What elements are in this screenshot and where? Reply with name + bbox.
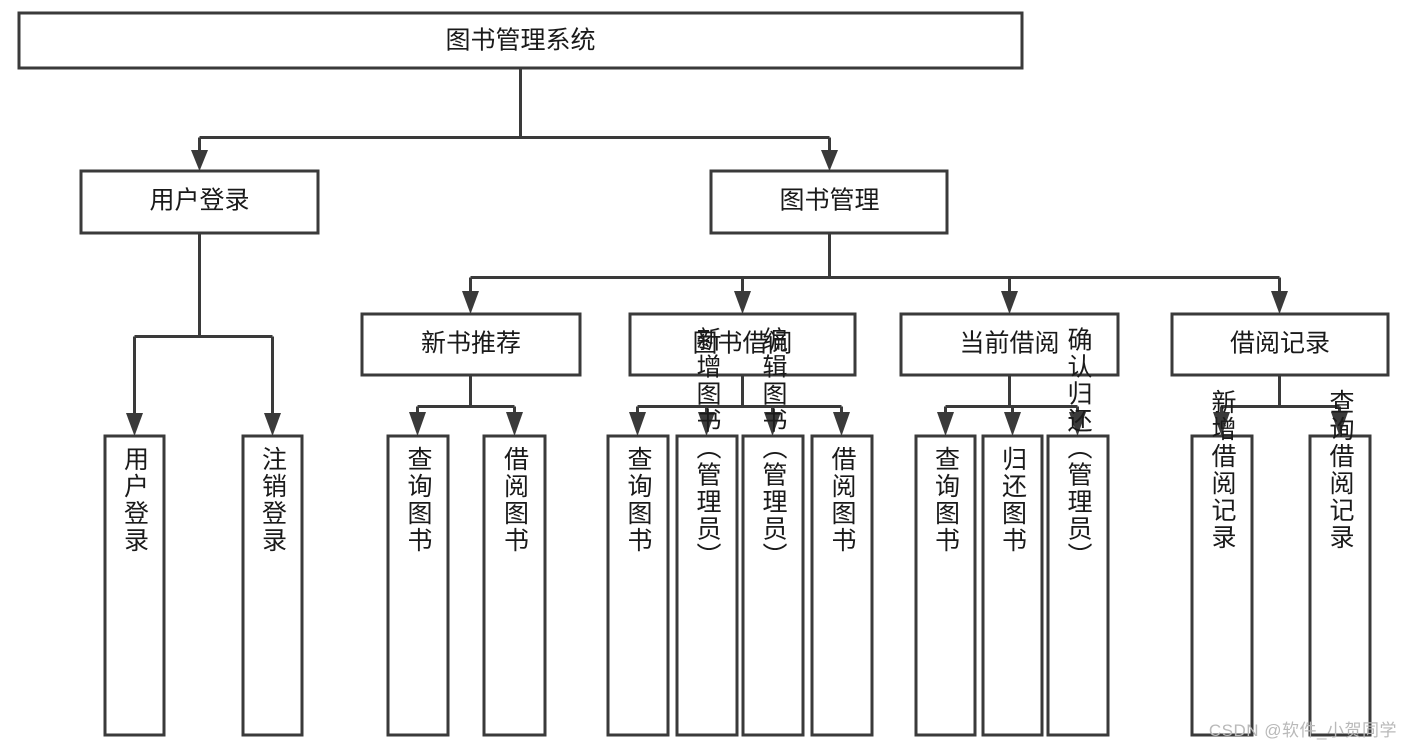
arrow-head-book-manage <box>821 150 838 171</box>
node-root-label: 图书管理系统 <box>445 27 595 55</box>
arrow-head-leaf-13 <box>1331 412 1348 436</box>
leaf-node[interactable]: 借阅图书 <box>810 434 874 737</box>
arrow-head-leaf-1 <box>126 413 143 436</box>
leaf-node[interactable]: 查询图书 <box>914 434 977 737</box>
leaf-node[interactable]: 查询图书 <box>606 434 670 737</box>
connector-root-to-level2 <box>191 68 838 171</box>
leaf-node-box[interactable] <box>1190 434 1254 737</box>
node-book-borrow-box[interactable] <box>628 312 857 377</box>
leaf-node-box[interactable] <box>386 434 450 737</box>
arrow-head-borrow-record <box>1271 291 1288 314</box>
leaf-node[interactable]: 确认归还（管理员） <box>1046 327 1110 737</box>
arrow-head-leaf-3 <box>409 412 426 436</box>
leaf-node-box[interactable] <box>606 434 670 737</box>
arrow-head-leaf-4 <box>506 412 523 436</box>
arrow-head-leaf-9 <box>937 412 954 436</box>
node-book-manage-label: 图书管理 <box>779 187 879 215</box>
leaf-node-box[interactable] <box>103 434 166 737</box>
connector-book-borrow-to-leaves <box>629 375 850 436</box>
node-root-box[interactable] <box>17 11 1024 70</box>
leaf-node-label: 查询图书 <box>932 446 961 554</box>
arrow-head-leaf-2 <box>264 413 281 436</box>
node-current-borrow-box[interactable] <box>899 312 1120 377</box>
connector-new-book-rec-to-leaves <box>409 375 523 436</box>
leaf-node[interactable]: 用户登录 <box>103 434 166 737</box>
connector-user-login-to-leaves <box>126 233 281 436</box>
leaf-node-box[interactable] <box>810 434 874 737</box>
leaf-node-label: 确认归还（管理员） <box>1064 327 1093 570</box>
node-book-borrow-label: 图书借阅 <box>692 330 792 358</box>
leaf-node-label: 查询借阅记录 <box>1326 389 1355 551</box>
leaf-node-label: 注销登录 <box>259 446 288 554</box>
leaf-node-box[interactable] <box>1046 434 1110 737</box>
node-book-manage[interactable]: 图书管理 <box>709 169 949 235</box>
leaf-node-label: 借阅图书 <box>828 446 857 554</box>
leaf-node[interactable]: 新增借阅记录 <box>1190 389 1254 737</box>
node-current-borrow-label: 当前借阅 <box>959 330 1059 358</box>
arrow-head-leaf-11 <box>1069 412 1086 436</box>
leaf-node[interactable]: 借阅图书 <box>482 434 547 737</box>
arrow-head-user-login <box>191 150 208 171</box>
node-book-borrow[interactable]: 图书借阅 <box>628 312 857 377</box>
leaf-node-box[interactable] <box>981 434 1044 737</box>
arrow-head-book-borrow <box>734 291 751 314</box>
node-borrow-record-label: 借阅记录 <box>1230 330 1330 358</box>
leaf-node-label: 查询图书 <box>624 446 653 554</box>
node-user-login-label: 用户登录 <box>149 187 249 215</box>
node-user-login[interactable]: 用户登录 <box>79 169 320 235</box>
node-book-manage-box[interactable] <box>709 169 949 235</box>
arrow-head-leaf-7 <box>764 412 781 436</box>
arrow-head-leaf-10 <box>1004 412 1021 436</box>
leaf-node-label: 新增借阅记录 <box>1208 389 1237 551</box>
leaf-node[interactable]: 查询借阅记录 <box>1308 389 1372 737</box>
leaf-node-box[interactable] <box>482 434 547 737</box>
connector-book-manage-to-level3 <box>462 233 1288 314</box>
leaf-node-box[interactable] <box>241 434 304 737</box>
arrow-head-current-borrow <box>1001 291 1018 314</box>
leaf-node-box[interactable] <box>675 434 739 737</box>
leaf-node-label: 借阅图书 <box>501 446 530 554</box>
leaf-node-box[interactable] <box>914 434 977 737</box>
leaf-node-label: 新增图书（管理员） <box>693 327 722 570</box>
leaf-node[interactable]: 新增图书（管理员） <box>675 327 739 737</box>
arrow-head-leaf-5 <box>629 412 646 436</box>
leaf-node[interactable]: 查询图书 <box>386 434 450 737</box>
node-user-login-box[interactable] <box>79 169 320 235</box>
connector-borrow-record-to-leaves <box>1213 375 1348 436</box>
leaf-node-box[interactable] <box>741 434 805 737</box>
leaf-node-label: 归还图书 <box>999 446 1028 554</box>
node-new-book-rec[interactable]: 新书推荐 <box>360 312 582 377</box>
node-borrow-record-box[interactable] <box>1170 312 1390 377</box>
node-current-borrow[interactable]: 当前借阅 <box>899 312 1120 377</box>
leaf-node-label: 用户登录 <box>121 446 150 554</box>
leaf-node[interactable]: 归还图书 <box>981 434 1044 737</box>
leaf-node-box[interactable] <box>1308 434 1372 737</box>
leaf-node[interactable]: 编辑图书（管理员） <box>741 327 805 737</box>
arrow-head-leaf-6 <box>698 412 715 436</box>
arrow-head-new-book-rec <box>462 291 479 314</box>
node-new-book-rec-label: 新书推荐 <box>421 330 521 358</box>
connector-current-borrow-to-leaves <box>937 375 1086 436</box>
leaf-node-label: 编辑图书（管理员） <box>759 327 788 570</box>
node-new-book-rec-box[interactable] <box>360 312 582 377</box>
node-root[interactable]: 图书管理系统 <box>17 11 1024 70</box>
arrow-head-leaf-8 <box>833 412 850 436</box>
leaf-node-label: 查询图书 <box>404 446 433 554</box>
leaf-node[interactable]: 注销登录 <box>241 434 304 737</box>
node-borrow-record[interactable]: 借阅记录 <box>1170 312 1390 377</box>
arrow-head-leaf-12 <box>1213 412 1230 436</box>
